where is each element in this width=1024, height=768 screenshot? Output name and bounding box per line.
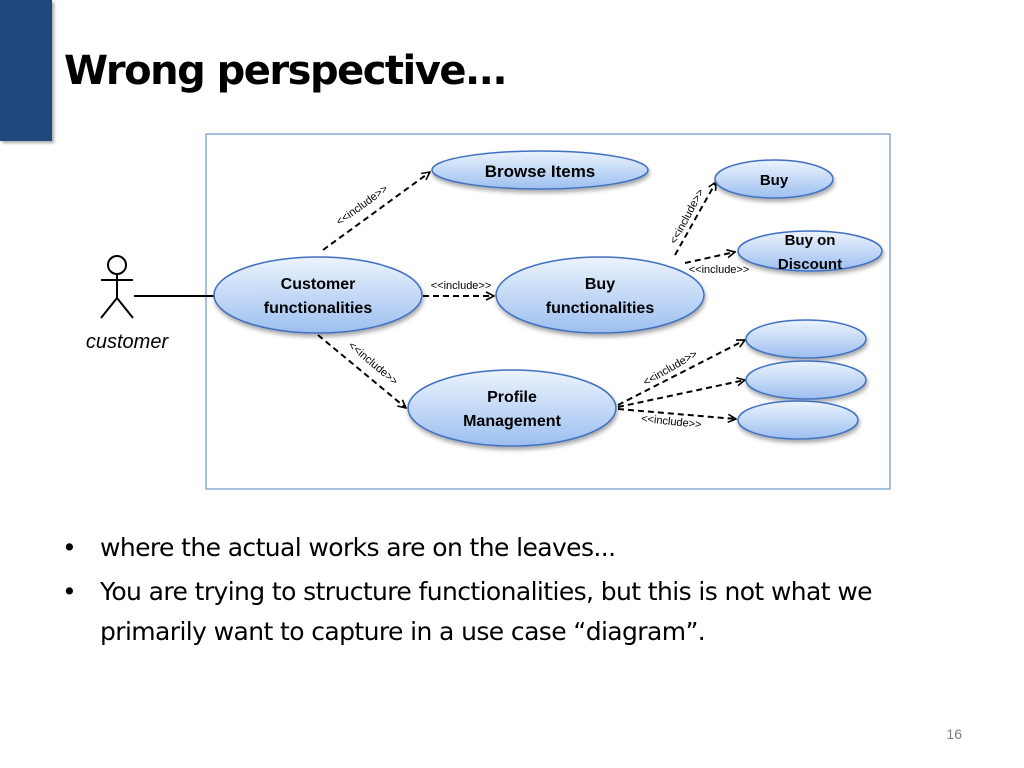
actor-label: customer (86, 331, 170, 353)
use-case-buy-functionalities[interactable] (495, 256, 705, 334)
include-label-buy-functionalities: <<include>> (431, 280, 492, 292)
actor-customer[interactable] (100, 255, 134, 319)
use-case-customer-functionalities-label-line1: Customer (281, 276, 356, 293)
use-case-browse-items-label: Browse Items (485, 162, 596, 181)
bullet-icon: • (62, 577, 77, 606)
use-case-profile-management[interactable] (407, 369, 617, 447)
bullet-text: where the actual works are on the leaves… (100, 533, 616, 562)
use-case-buy-on-discount[interactable] (737, 230, 883, 272)
use-case-buy-on-discount-label-line1: Buy on (785, 232, 836, 249)
include-arrow-to-leaf-2 (617, 380, 745, 408)
include-arrow-to-leaf-1 (617, 339, 745, 406)
actor-head (107, 255, 127, 275)
use-case-leaf-1[interactable] (745, 319, 867, 359)
include-arrow-to-profile-management (317, 334, 406, 408)
accent-bar (0, 0, 52, 141)
actor-left-leg (100, 297, 118, 319)
use-case-browse-items[interactable] (431, 150, 649, 190)
use-case-customer-functionalities[interactable] (213, 256, 423, 334)
bullet-icon: • (62, 533, 77, 562)
include-label-buy-on-discount: <<include>> (689, 264, 750, 276)
use-case-leaf-2[interactable] (745, 360, 867, 400)
use-case-leaf-3[interactable] (737, 400, 859, 440)
include-arrow-to-buy (674, 182, 716, 256)
page-number: 16 (946, 726, 962, 742)
include-arrow-to-buy-on-discount (684, 252, 735, 264)
actor-right-leg (116, 297, 134, 319)
use-case-buy-functionalities-label-line2: functionalities (546, 300, 655, 317)
use-case-buy-label: Buy (760, 172, 789, 189)
bullet-list: • where the actual works are on the leav… (62, 528, 982, 656)
slide-title: Wrong perspective... (64, 48, 508, 94)
use-case-customer-functionalities-label-line2: functionalities (264, 300, 373, 317)
bullet-item: • where the actual works are on the leav… (62, 528, 982, 568)
use-case-profile-management-label-line2: Management (463, 413, 561, 430)
bullet-item: • You are trying to structure functional… (62, 572, 982, 652)
use-case-buy-on-discount-label-line2: Discount (778, 256, 842, 273)
use-case-profile-management-label-line1: Profile (487, 389, 537, 406)
bullet-text: You are trying to structure functionalit… (100, 577, 873, 646)
include-arrow-to-browse-items (322, 172, 430, 251)
use-case-buy[interactable] (714, 159, 834, 199)
use-case-buy-functionalities-label-line1: Buy (585, 276, 615, 293)
